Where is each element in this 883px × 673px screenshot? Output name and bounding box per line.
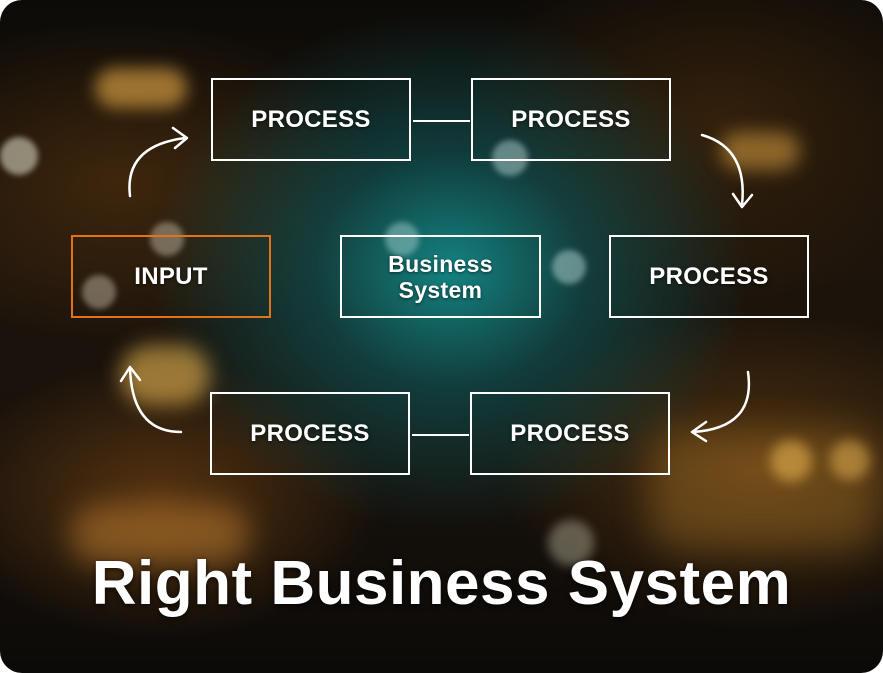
business-system-label: Business System: [388, 250, 493, 303]
background-light: [0, 137, 38, 175]
background-light: [95, 68, 187, 108]
background-light: [830, 440, 870, 480]
diagram-title: Right Business System: [91, 549, 792, 618]
business-system-box: Business System: [340, 235, 541, 318]
process-box: PROCESS: [210, 392, 410, 475]
connector-line: [412, 434, 469, 436]
background-light: [720, 132, 800, 170]
process-label: PROCESS: [251, 105, 371, 133]
background-light: [548, 520, 594, 566]
curved-arrow-icon: [119, 365, 183, 434]
input-box: INPUT: [71, 235, 271, 318]
process-label: PROCESS: [649, 262, 769, 290]
background-light: [385, 222, 419, 256]
background-light: [650, 430, 880, 550]
curved-arrow-icon: [700, 133, 754, 209]
process-label: PROCESS: [250, 419, 370, 447]
process-label: PROCESS: [511, 105, 631, 133]
process-label: PROCESS: [510, 419, 630, 447]
background-light: [70, 505, 250, 565]
background-light: [82, 275, 116, 309]
process-box: PROCESS: [471, 78, 671, 161]
process-box: PROCESS: [211, 78, 411, 161]
background-light: [552, 250, 586, 284]
background-light: [770, 440, 812, 482]
background-light: [492, 140, 528, 176]
curved-arrow-icon: [690, 370, 751, 443]
connector-line: [413, 120, 470, 122]
input-label: INPUT: [134, 262, 208, 290]
process-box: PROCESS: [609, 235, 809, 318]
background-light: [150, 222, 184, 256]
process-box: PROCESS: [470, 392, 670, 475]
curved-arrow-icon: [128, 126, 189, 198]
